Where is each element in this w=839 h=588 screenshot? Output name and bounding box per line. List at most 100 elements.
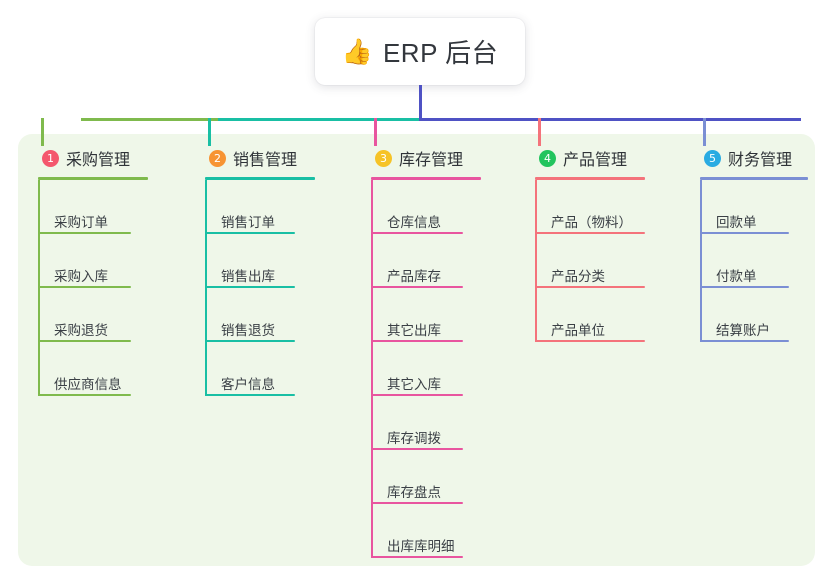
connector-drop-2 <box>208 118 211 146</box>
leaf-node-rule <box>205 232 295 234</box>
leaf-node[interactable]: 销售出库 <box>205 234 315 288</box>
branch-title-label: 库存管理 <box>399 152 464 169</box>
branch-title-label: 采购管理 <box>66 152 131 169</box>
leaf-node[interactable]: 销售订单 <box>205 180 315 234</box>
branch-badge-5: 5 <box>704 149 721 167</box>
leaf-node-rule <box>38 232 131 234</box>
branch-header-3[interactable]: 3 库存管理 <box>371 146 481 170</box>
leaf-node-rule <box>700 286 789 288</box>
leaf-node[interactable]: 采购入库 <box>38 234 148 288</box>
branch-spine <box>371 180 373 558</box>
branch-header-rule <box>371 177 481 180</box>
leaf-node-rule <box>38 340 131 342</box>
leaf-node[interactable]: 产品单位 <box>535 288 645 342</box>
leaf-node-rule <box>700 232 789 234</box>
leaf-node-label: 仓库信息 <box>387 215 441 230</box>
leaf-node[interactable]: 销售退货 <box>205 288 315 342</box>
leaf-node-label: 销售退货 <box>221 323 275 338</box>
leaf-node-rule <box>535 340 645 342</box>
leaf-node[interactable]: 回款单 <box>700 180 808 234</box>
connector-drop-3 <box>374 118 377 146</box>
branch-spine <box>535 180 537 342</box>
branch-title-label: 销售管理 <box>233 152 298 169</box>
leaf-node-rule <box>205 394 295 396</box>
root-node-title: ERP 后台 <box>382 38 499 68</box>
leaf-node-rule <box>371 340 463 342</box>
branch-badge-4: 4 <box>539 149 556 167</box>
leaf-node-label: 其它入库 <box>387 377 441 392</box>
leaf-node-label: 库存盘点 <box>387 485 441 500</box>
leaf-node[interactable]: 产品分类 <box>535 234 645 288</box>
leaf-node[interactable]: 产品库存 <box>371 234 481 288</box>
branch-header-rule <box>38 177 148 180</box>
branch-header-2[interactable]: 2 销售管理 <box>205 146 315 170</box>
leaf-node[interactable]: 其它入库 <box>371 342 481 396</box>
leaf-node-rule <box>535 286 645 288</box>
branch-leaf-list: 销售订单销售出库销售退货客户信息 <box>205 180 315 396</box>
leaf-node-rule <box>371 556 463 558</box>
branch-leaf-list: 采购订单采购入库采购退货供应商信息 <box>38 180 148 396</box>
leaf-node[interactable]: 出库库明细 <box>371 504 481 558</box>
leaf-node-label: 产品单位 <box>551 323 605 338</box>
connector-bus-teal <box>218 118 419 121</box>
leaf-node-label: 其它出库 <box>387 323 441 338</box>
leaf-node[interactable]: 产品（物料） <box>535 180 645 234</box>
leaf-node-rule <box>535 232 645 234</box>
leaf-node-rule <box>371 394 463 396</box>
leaf-node-label: 销售订单 <box>221 215 275 230</box>
connector-drop-1 <box>41 118 44 146</box>
branch-badge-2: 2 <box>209 149 226 167</box>
branch-leaf-list: 仓库信息产品库存其它出库其它入库库存调拨库存盘点出库库明细 <box>371 180 481 558</box>
branch-header-rule <box>700 177 808 180</box>
leaf-node-rule <box>371 232 463 234</box>
leaf-node-label: 采购订单 <box>54 215 108 230</box>
branch-spine <box>38 180 40 396</box>
branch-column-库存管理: 3 库存管理仓库信息产品库存其它出库其它入库库存调拨库存盘点出库库明细 <box>371 146 481 558</box>
diagram-panel <box>18 134 815 566</box>
branch-header-4[interactable]: 4 产品管理 <box>535 146 645 170</box>
leaf-node-rule <box>700 340 789 342</box>
leaf-node-label: 供应商信息 <box>54 377 122 392</box>
leaf-node-label: 销售出库 <box>221 269 275 284</box>
branch-leaf-list: 产品（物料） 产品分类产品单位 <box>535 180 645 342</box>
branch-header-rule <box>205 177 315 180</box>
leaf-node-label: 客户信息 <box>221 377 275 392</box>
leaf-node[interactable]: 供应商信息 <box>38 342 148 396</box>
connector-bus-indigo <box>419 118 801 121</box>
leaf-node[interactable]: 仓库信息 <box>371 180 481 234</box>
leaf-node-label: 库存调拨 <box>387 431 441 446</box>
branch-title-label: 产品管理 <box>563 152 628 169</box>
leaf-node-label: 出库库明细 <box>387 539 455 554</box>
connector-drop-5 <box>703 118 706 146</box>
leaf-node-rule <box>38 394 131 396</box>
branch-spine <box>700 180 702 342</box>
leaf-node[interactable]: 采购退货 <box>38 288 148 342</box>
leaf-node[interactable]: 客户信息 <box>205 342 315 396</box>
leaf-node[interactable]: 库存调拨 <box>371 396 481 450</box>
connector-bus-green <box>81 118 218 121</box>
leaf-node[interactable]: 采购订单 <box>38 180 148 234</box>
connector-trunk <box>419 85 422 121</box>
branch-column-销售管理: 2 销售管理销售订单销售出库销售退货客户信息 <box>205 146 315 396</box>
leaf-node[interactable]: 结算账户 <box>700 288 808 342</box>
leaf-node[interactable]: 其它出库 <box>371 288 481 342</box>
leaf-node[interactable]: 库存盘点 <box>371 450 481 504</box>
leaf-node-rule <box>371 502 463 504</box>
leaf-node-rule <box>371 286 463 288</box>
leaf-node-label: 产品（物料） <box>551 215 632 230</box>
leaf-node-label: 结算账户 <box>716 323 770 338</box>
leaf-node-rule <box>371 448 463 450</box>
leaf-node-label: 产品库存 <box>387 269 441 284</box>
root-node-erp-backend[interactable]: 👍 ERP 后台 <box>315 18 525 85</box>
branch-badge-3: 3 <box>375 149 392 167</box>
thumbs-up-icon: 👍 <box>341 38 373 66</box>
branch-header-rule <box>535 177 645 180</box>
leaf-node-rule <box>38 286 131 288</box>
leaf-node[interactable]: 付款单 <box>700 234 808 288</box>
leaf-node-label: 采购退货 <box>54 323 108 338</box>
